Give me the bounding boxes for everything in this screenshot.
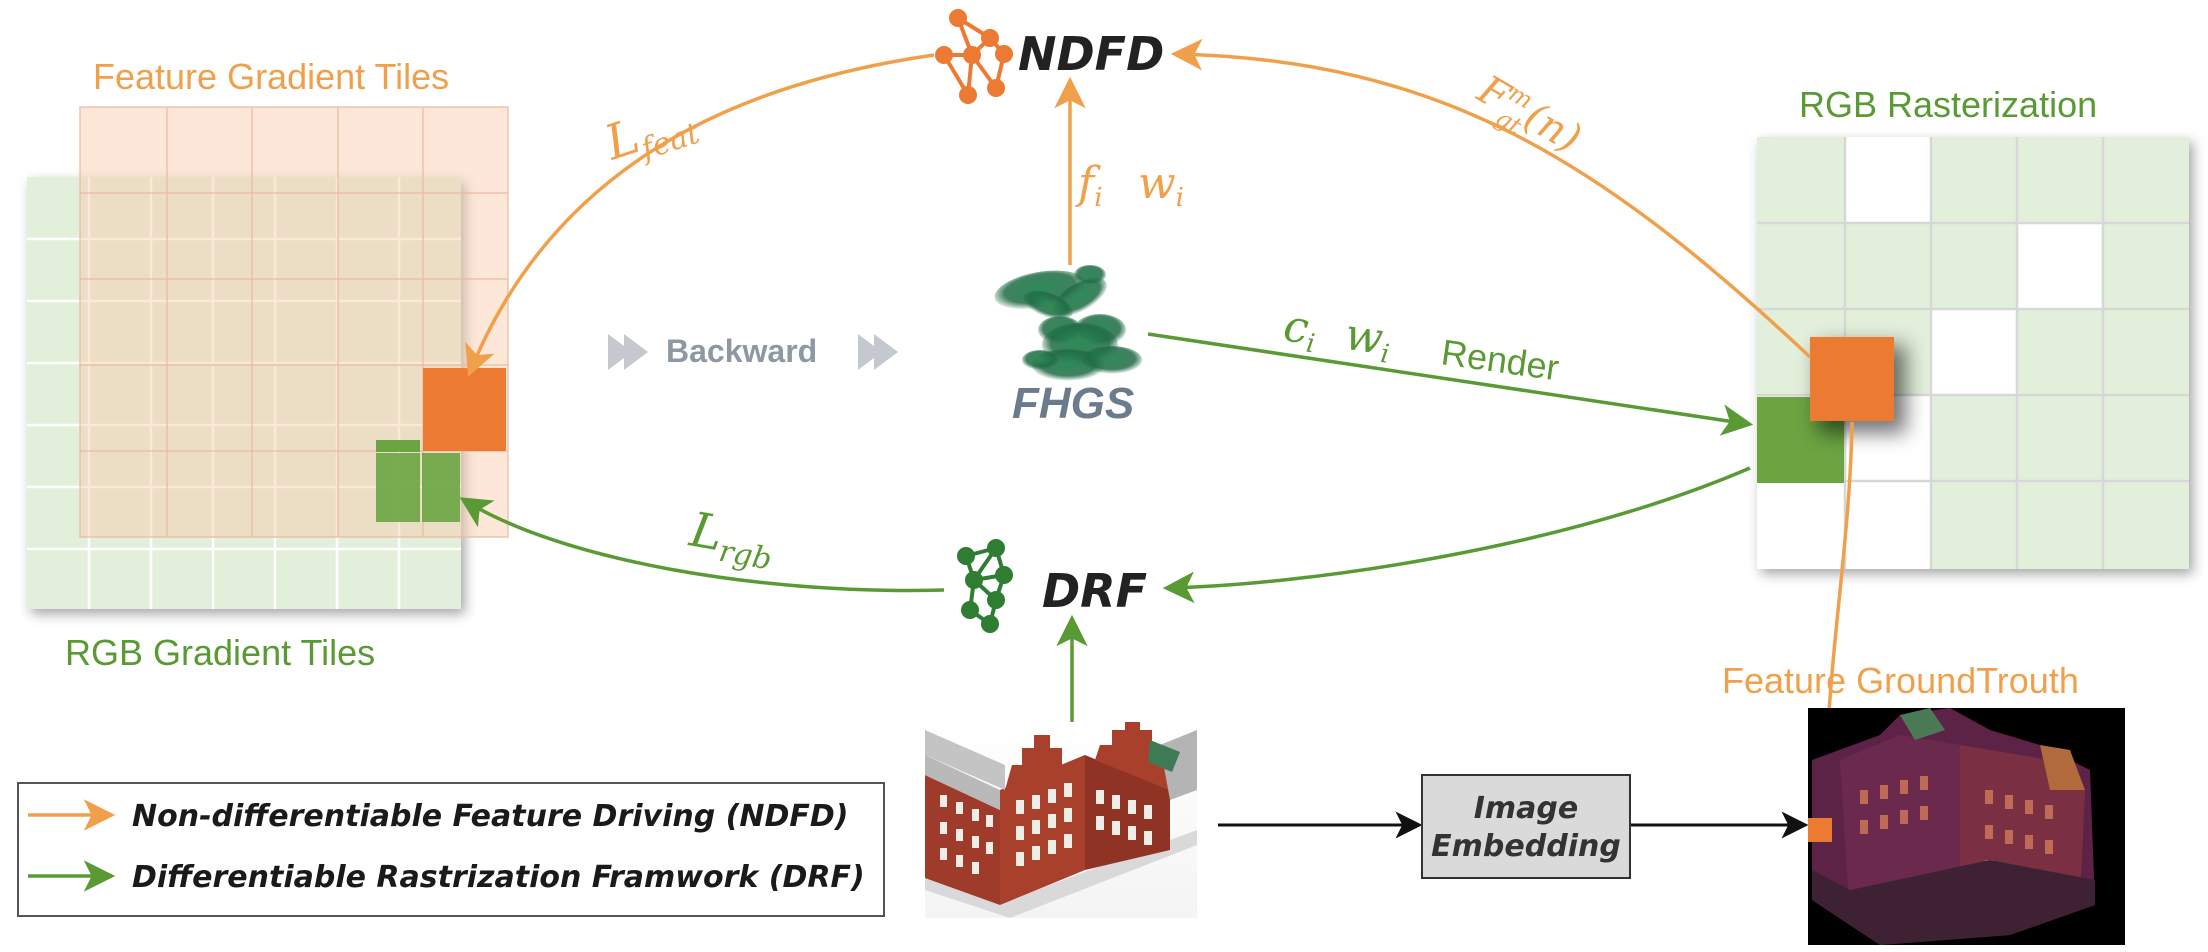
- feature-map-image: [1808, 708, 2125, 945]
- rgb-gradient-tile-highlight-top: [376, 440, 420, 452]
- backward-label: Backward: [666, 333, 817, 369]
- fi-sub: i: [1094, 183, 1102, 213]
- rgb-gradient-tile-highlight-b: [422, 453, 460, 522]
- image-embedding-box: [1421, 774, 1631, 879]
- arrow-raster-to-ndfd: [1170, 38, 1812, 359]
- image-embedding-line1: Image: [1474, 791, 1579, 826]
- wi-sub: i: [1176, 183, 1184, 213]
- feature-gt-highlight-cell: [1808, 818, 1832, 842]
- wi2-base: w: [1342, 309, 1386, 365]
- loss-feat-label: Lfeat: [597, 90, 704, 178]
- legend-box: [17, 782, 885, 917]
- loss-rgb-sub: rgb: [716, 534, 774, 578]
- rgb-rasterization-label: RGB Rasterization: [1799, 84, 2097, 125]
- building-photo: [925, 722, 1197, 918]
- ci-sub: i: [1304, 329, 1316, 360]
- svg-text:Lfeat: Lfeat: [597, 90, 704, 178]
- svg-text:wi: wi: [1341, 309, 1394, 370]
- ndfd-network-icon: [935, 9, 1013, 104]
- drf-network-icon: [957, 539, 1013, 633]
- wi-base: w: [1138, 158, 1176, 209]
- feature-gradient-tiles-label: Feature Gradient Tiles: [93, 56, 449, 97]
- drf-label: DRF: [1042, 564, 1147, 618]
- fhgs-to-ndfd-math-label: fi wi: [1075, 158, 1184, 213]
- backward-right-chevron-icon: [858, 334, 898, 370]
- legend-drf-text: Differentiable Rastrization Framwork (DR…: [132, 860, 865, 895]
- wi2-sub: i: [1379, 339, 1391, 370]
- feature-gradient-tile-highlight: [423, 368, 506, 451]
- fhgs-gaussians-icon: [994, 265, 1142, 381]
- ndfd-label: NDFD: [1018, 27, 1164, 81]
- backward-left-chevron-icon: [608, 334, 648, 370]
- arrow-drf-to-rgb-tiles: [459, 497, 945, 593]
- svg-text:Fmgt(n): Fmgt(n): [1465, 65, 1590, 169]
- backward-label-group: Backward: [608, 333, 898, 370]
- legend-ndfd-text: Non-differentiable Feature Driving (NDFD…: [132, 799, 848, 834]
- feature-gt-math-label: Fmgt(n): [1465, 65, 1590, 169]
- arrow-raster-to-drf: [1162, 466, 1751, 604]
- fhgs-to-raster-math-label: ci wi: [1280, 300, 1394, 370]
- rgb-gradient-tiles-label: RGB Gradient Tiles: [65, 632, 375, 673]
- rgb-rasterization-orange-cell: [1810, 337, 1894, 421]
- loss-rgb-label: Lrgb: [684, 501, 779, 577]
- svg-text:Lrgb: Lrgb: [684, 501, 779, 577]
- arrow-ndfd-to-feature-tiles: [465, 53, 935, 377]
- rgb-gradient-tile-highlight-a: [376, 453, 420, 522]
- rgb-rasterization-white-cells: [1757, 137, 2103, 569]
- arrow-fhgs-to-raster: [1147, 332, 1754, 436]
- svg-text:fi: fi: [1075, 158, 1103, 213]
- svg-text:ci: ci: [1280, 300, 1320, 359]
- rgb-gradient-tiles-lines: [27, 177, 461, 609]
- fhgs-label: FHGS: [1012, 379, 1134, 428]
- loss-feat-sub: feat: [635, 116, 705, 168]
- image-embedding-line2: Embedding: [1431, 829, 1621, 864]
- svg-text:wi: wi: [1138, 158, 1184, 213]
- feature-groundtruth-label: Feature GroundTrouth: [1722, 660, 2079, 701]
